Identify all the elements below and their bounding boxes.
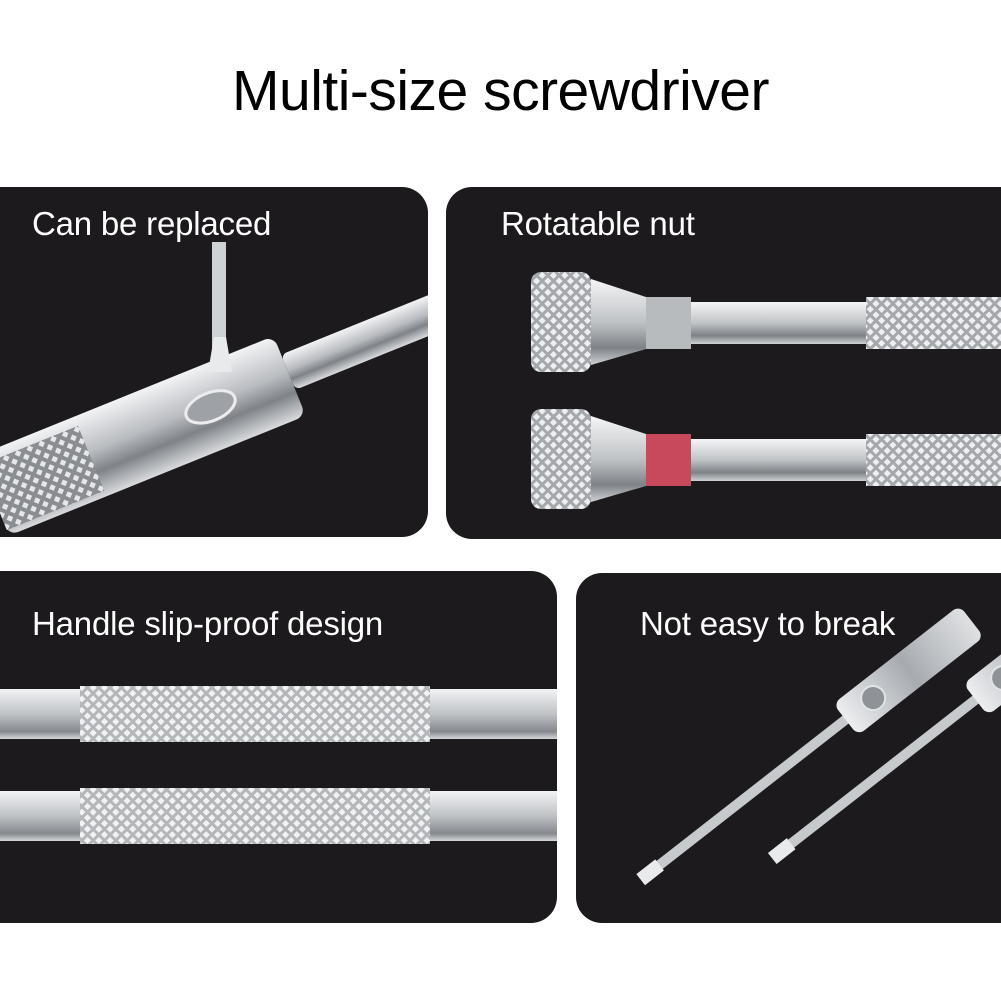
- knurled-handle-image: [0, 686, 557, 844]
- page-title: Multi-size screwdriver: [232, 59, 769, 123]
- panel-label: Can be replaced: [32, 205, 272, 242]
- panel-rotatable-nut: Rotatable nut: [446, 187, 1001, 539]
- knurled-nut-image: [531, 272, 1001, 509]
- screwdriver-tip-image: [0, 242, 428, 533]
- flat-blade-tip-image: [636, 588, 1001, 886]
- panel-handle-slip-proof: Handle slip-proof design: [0, 571, 557, 923]
- panel-can-be-replaced: Can be replaced: [0, 187, 428, 537]
- panel-label: Rotatable nut: [501, 205, 695, 242]
- panel-label: Handle slip-proof design: [32, 605, 384, 642]
- panel-not-easy-to-break: Not easy to break: [576, 573, 1001, 923]
- panel-label: Not easy to break: [640, 605, 896, 642]
